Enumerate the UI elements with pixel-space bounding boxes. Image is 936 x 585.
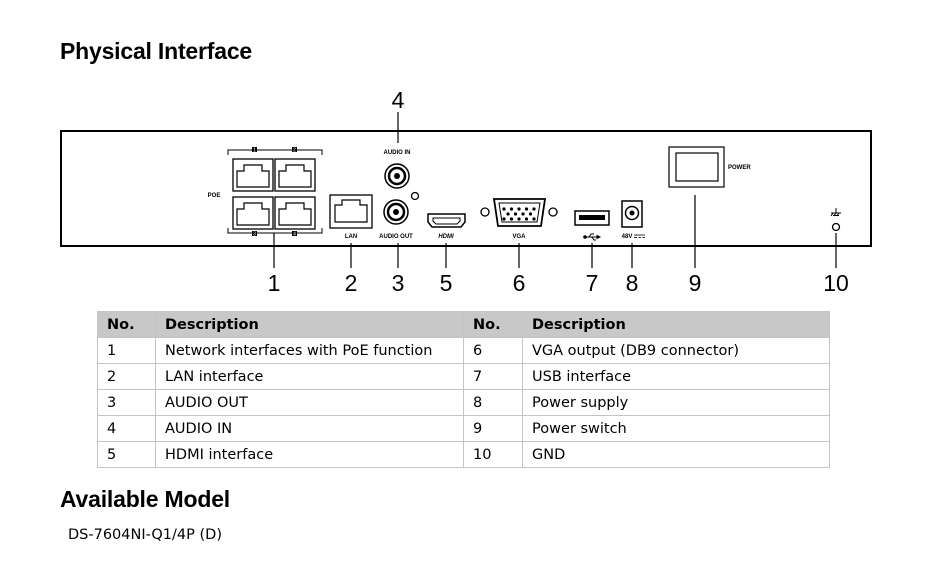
table-cell: GND [522,441,830,468]
table-row: 4 AUDIO IN 9 Power switch [97,415,830,442]
dc-label: 48V [622,234,633,240]
callout-8: 8 [626,270,639,296]
table-cell: VGA output (DB9 connector) [522,337,830,364]
table-cell: 2 [97,363,156,390]
table-cell: LAN interface [155,363,464,390]
table-row: 3 AUDIO OUT 8 Power supply [97,389,830,416]
callout-9: 9 [689,270,702,296]
rear-panel-diagram: 1 2 3 4 POE LAN AUDIO IN AUDIO OUT HDMI [60,87,872,296]
usb-symbol-icon [583,233,602,241]
header-description-right: Description [522,311,830,338]
table-cell: Network interfaces with PoE function [155,337,464,364]
poe-port-2-label: 2 [293,148,296,154]
hdmi-label: HDMI [438,234,454,240]
table-cell: Power supply [522,389,830,416]
callout-2: 2 [345,270,358,296]
callout-6: 6 [513,270,526,296]
table-cell: AUDIO OUT [155,389,464,416]
callout-3: 3 [392,270,405,296]
poe-port-1-label: 1 [253,148,256,154]
table-row: 2 LAN interface 7 USB interface [97,363,830,390]
table-cell: AUDIO IN [155,415,464,442]
power-supply-jack [621,200,643,228]
power-switch [668,146,725,188]
poe-port-3-label: 3 [253,232,256,238]
callout-leader-lines [273,112,837,268]
vga-port [480,198,558,227]
table-row: 5 HDMI interface 10 GND [97,441,830,468]
table-cell: 6 [463,337,523,364]
physical-interface-title: Physical Interface [60,38,253,64]
table-cell: HDMI interface [155,441,464,468]
table-header-row: No. Description No. Description [97,311,830,338]
poe-port-block: 1 2 3 4 [227,147,323,238]
header-no-right: No. [463,311,523,338]
audio-indicator [410,191,420,201]
power-label: POWER [728,165,751,171]
table-cell: 7 [463,363,523,390]
available-model-title: Available Model [60,486,230,512]
lan-label: LAN [345,234,357,240]
table-cell: USB interface [522,363,830,390]
table-cell: 1 [97,337,156,364]
chassis-outline [60,130,872,247]
audio-out-label: AUDIO OUT [379,234,413,240]
poe-port-4-label: 4 [293,232,296,238]
table-cell: Power switch [522,415,830,442]
model-number: DS-7604NI-Q1/4P (D) [68,527,222,543]
table-cell: 5 [97,441,156,468]
callout-1: 1 [268,270,281,296]
header-no-left: No. [97,311,156,338]
hdmi-port [427,213,466,228]
interface-table: No. Description No. Description 1 Networ… [97,311,830,468]
table-cell: 4 [97,415,156,442]
ground-symbol-icon [830,208,841,217]
callout-5: 5 [440,270,453,296]
ground-terminal [831,222,841,232]
callout-4: 4 [392,87,405,113]
table-cell: 8 [463,389,523,416]
usb-port [574,210,610,226]
vga-label: VGA [512,234,526,240]
header-description-left: Description [155,311,464,338]
audio-in-jack [384,163,410,189]
poe-label: POE [208,193,221,199]
table-row: 1 Network interfaces with PoE function 6… [97,337,830,364]
callout-10: 10 [823,270,849,296]
callout-7: 7 [586,270,599,296]
table-cell: 9 [463,415,523,442]
table-cell: 10 [463,441,523,468]
lan-port [329,194,373,229]
audio-in-label: AUDIO IN [384,150,411,156]
dc-symbol-icon [634,234,645,238]
table-cell: 3 [97,389,156,416]
audio-out-jack [383,199,409,225]
